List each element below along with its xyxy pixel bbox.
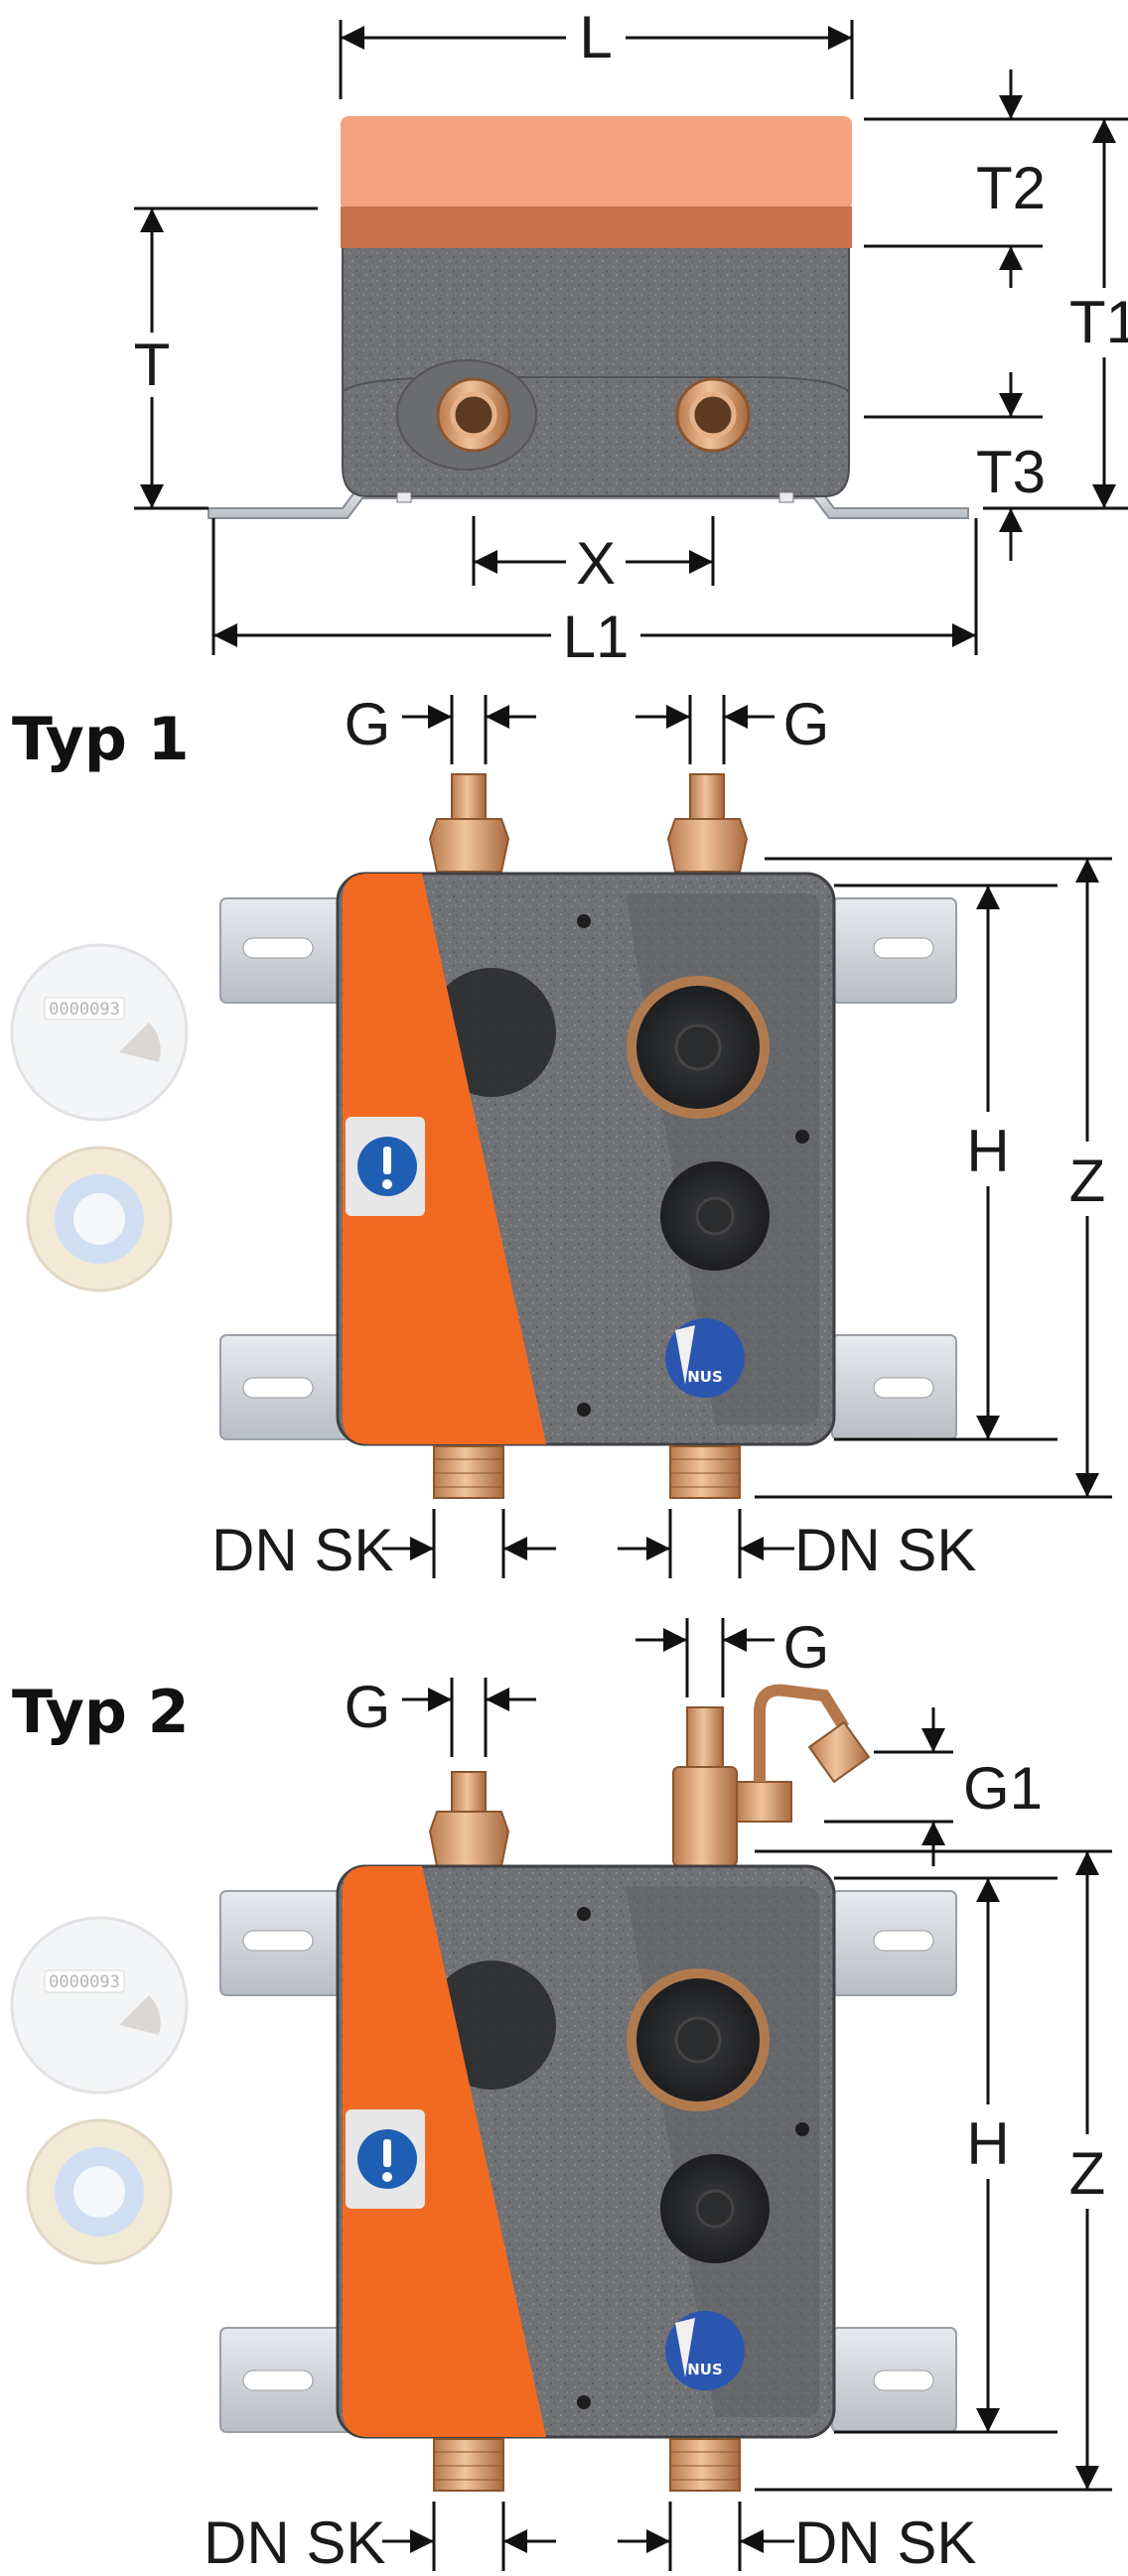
meter-digits: 0000093 bbox=[49, 1972, 120, 1992]
typ1-fitting-top-left bbox=[428, 773, 510, 873]
cover-edge bbox=[341, 206, 852, 248]
dim-label-T1: T1 bbox=[1069, 289, 1128, 355]
typ2-dim-G1: G1 bbox=[963, 1755, 1043, 1822]
typ2-title: Typ 2 bbox=[12, 1678, 190, 1747]
typ2-dial-lower bbox=[660, 2154, 770, 2263]
typ1-fitting-bottom-left bbox=[433, 1445, 504, 1499]
typ2-view: Typ 2 0000093 bbox=[10, 1614, 1112, 2576]
cap-ghost-icon bbox=[26, 2118, 173, 2265]
meter-digits: 0000093 bbox=[49, 1000, 120, 1019]
dim-label-T2: T2 bbox=[976, 155, 1046, 221]
pipe-connection-right bbox=[675, 377, 751, 453]
dim-label-L: L bbox=[579, 4, 612, 70]
typ1-fitting-top-right bbox=[666, 773, 749, 873]
typ1-brand-text: NUS bbox=[687, 1368, 723, 1386]
typ1-dial-upper bbox=[627, 976, 770, 1119]
dim-label-T3: T3 bbox=[976, 439, 1046, 505]
typ1-dim-DN-left: DN SK bbox=[212, 1517, 393, 1583]
dim-label-X: X bbox=[576, 530, 616, 597]
typ2-dim-G-right: G bbox=[783, 1614, 830, 1681]
typ2-dim-Z: Z bbox=[1069, 2140, 1106, 2207]
typ1-dim-DN-right: DN SK bbox=[794, 1517, 976, 1583]
typ2-dim-H: H bbox=[966, 2110, 1009, 2177]
typ2-fitting-top-right-valve bbox=[672, 1684, 871, 1867]
cap-ghost-icon bbox=[26, 1146, 173, 1292]
meter-ghost-icon: 0000093 bbox=[10, 943, 189, 1122]
typ1-dim-G-right: G bbox=[783, 691, 830, 757]
typ2-fitting-bottom-left bbox=[433, 2438, 504, 2492]
typ2-orange-cover bbox=[343, 1866, 546, 2437]
typ1-view: Typ 1 0000093 bbox=[10, 691, 1112, 1583]
typ2-fitting-bottom-right bbox=[669, 2438, 741, 2492]
typ1-title: Typ 1 bbox=[12, 705, 190, 774]
meter-ghost-icon: 0000093 bbox=[10, 1916, 189, 2095]
typ1-logo-badge: NUS bbox=[665, 1318, 745, 1398]
top-view: L T X L1 T1 T2 T3 bbox=[134, 4, 1128, 670]
dim-label-T: T bbox=[134, 332, 171, 398]
typ1-dim-H: H bbox=[966, 1118, 1009, 1184]
typ1-dial-lower bbox=[660, 1161, 770, 1271]
typ2-dim-DN-left: DN SK bbox=[204, 2509, 385, 2576]
insulation-body bbox=[342, 242, 850, 497]
info-icon bbox=[357, 2129, 417, 2189]
dim-label-L1: L1 bbox=[563, 604, 630, 670]
cover-top bbox=[341, 116, 852, 210]
typ2-brand-text: NUS bbox=[687, 2361, 723, 2378]
typ2-dim-G-left: G bbox=[345, 1674, 391, 1740]
typ2-logo-badge: NUS bbox=[665, 2311, 745, 2390]
typ2-dim-DN-right: DN SK bbox=[794, 2509, 976, 2576]
typ2-fitting-top-left bbox=[428, 1771, 510, 1867]
typ1-orange-cover bbox=[343, 874, 546, 1444]
typ2-dial-upper bbox=[627, 1968, 770, 2111]
pipe-connection-left bbox=[436, 377, 511, 453]
info-icon bbox=[357, 1137, 417, 1196]
typ1-dim-Z: Z bbox=[1069, 1148, 1106, 1214]
typ1-dim-G-left: G bbox=[345, 691, 391, 757]
typ1-fitting-bottom-right bbox=[669, 1445, 741, 1499]
